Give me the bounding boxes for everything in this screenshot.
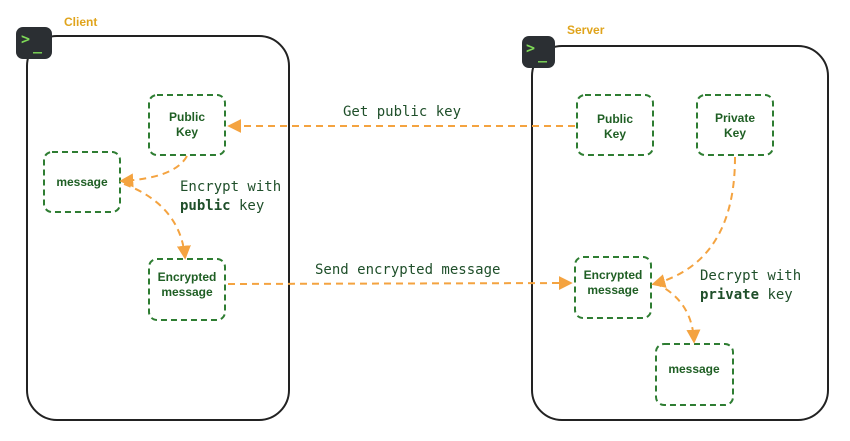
decrypt-label-rest: key	[759, 287, 793, 303]
get-public-key-label: Get public key	[343, 104, 461, 120]
encrypt-label-emphasis: public	[180, 198, 231, 214]
terminal-icon-prompt: >	[21, 30, 30, 48]
client-public-key-box	[148, 94, 226, 156]
client-encrypted-message-line1: Encrypted	[158, 270, 217, 284]
server-private-key-box	[696, 94, 774, 156]
client-public-key-node: Public Key	[148, 94, 226, 156]
client-message-line1: message	[56, 175, 108, 189]
encrypt-label-line1: Encrypt with	[180, 179, 281, 195]
encrypt-label-line2: public key	[180, 198, 264, 214]
decrypt-label-line2: private key	[700, 287, 793, 303]
server-encrypted-message-line2: message	[587, 283, 639, 297]
terminal-icon-cursor: _	[33, 36, 43, 54]
decrypt-label-emphasis: private	[700, 287, 759, 303]
edges: Get public key Encrypt with public key S…	[119, 104, 801, 344]
server-public-key-line2: Key	[604, 127, 626, 141]
server-private-key-line2: Key	[724, 126, 746, 140]
server-private-key-line1: Private	[715, 111, 755, 125]
server-message-box	[655, 343, 734, 406]
terminal-icon-background	[16, 27, 52, 59]
server-terminal-icon: > _	[522, 36, 555, 68]
decrypt-label-line1: Decrypt with	[700, 268, 801, 284]
client-encrypted-message-node: Encrypted message	[148, 258, 226, 321]
terminal-icon-prompt: >	[526, 39, 535, 57]
client-public-key-line2: Key	[176, 125, 198, 139]
server-label: Server	[567, 23, 605, 37]
server-message-line1: message	[668, 362, 720, 376]
terminal-icon-cursor: _	[538, 45, 548, 63]
send-encrypted-label: Send encrypted message	[315, 262, 500, 278]
client-terminal-icon: > _	[16, 27, 52, 59]
server-panel: Server > _ Public Key Private Key Encryp…	[522, 23, 829, 421]
send-encrypted-arrow	[227, 276, 573, 291]
server-public-key-node: Public Key	[576, 94, 654, 156]
server-encrypted-message-node: Encrypted message	[574, 256, 652, 319]
client-panel-frame	[26, 35, 290, 421]
private-key-to-encrypted-arrow	[651, 156, 736, 288]
encrypt-label-rest: key	[231, 198, 265, 214]
terminal-icon-background	[522, 36, 555, 68]
server-private-key-node: Private Key	[696, 94, 774, 156]
decrypt-arrow	[654, 282, 701, 344]
server-encrypted-message-box	[574, 256, 652, 319]
client-panel: Client > _ Public Key message Encrypted …	[16, 15, 290, 421]
client-label: Client	[64, 15, 97, 29]
server-message-node: message	[655, 343, 734, 406]
client-public-key-line1: Public	[169, 110, 205, 124]
server-encrypted-message-line1: Encrypted	[584, 268, 643, 282]
client-encrypted-message-line2: message	[161, 285, 213, 299]
public-key-to-message-arrow	[119, 155, 188, 188]
server-public-key-box	[576, 94, 654, 156]
encrypt-arrow	[123, 183, 191, 260]
server-public-key-line1: Public	[597, 112, 633, 126]
client-message-node: message	[43, 151, 121, 213]
